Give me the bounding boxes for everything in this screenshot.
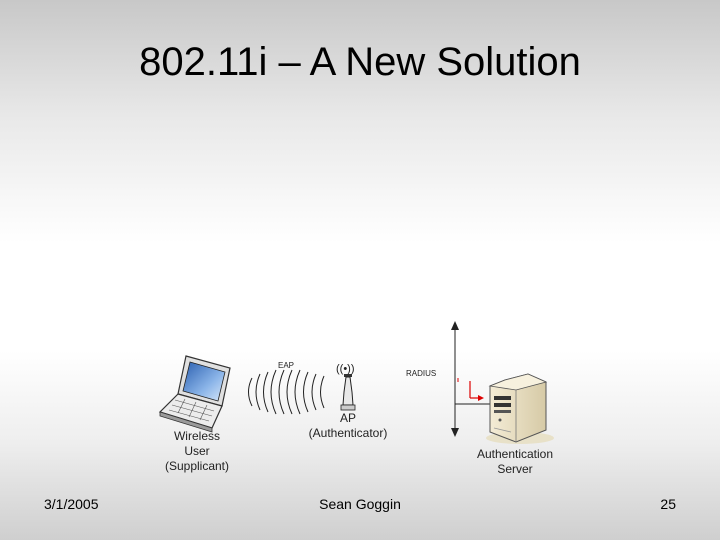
radius-link: [451, 321, 492, 437]
auth-server-label: Authentication Server: [466, 447, 564, 477]
wireless-user-label: Wireless User (Supplicant): [150, 429, 244, 474]
wireless-user-line2: User: [184, 444, 210, 458]
auth-server-line2: Server: [497, 462, 533, 476]
auth-server-line1: Authentication: [476, 447, 554, 461]
server-icon: [486, 373, 554, 444]
laptop-icon: [158, 355, 231, 433]
ap-line2: (Authenticator): [308, 426, 388, 440]
connector-arrow-icon: [469, 381, 484, 401]
ap-line1: AP: [339, 411, 356, 425]
ap-label: AP (Authenticator): [300, 411, 396, 441]
wireless-user-line1: Wireless: [173, 429, 220, 443]
ap-signal-label: ((•)): [336, 363, 355, 375]
eap-label: EAP: [278, 361, 295, 370]
slide-title: 802.11i – A New Solution: [139, 40, 581, 84]
footer-date: 3/1/2005: [44, 496, 99, 512]
radius-label: RADIUS: [406, 369, 437, 378]
footer-author: Sean Goggin: [319, 496, 401, 512]
wireless-signal-icon: [248, 369, 325, 415]
page-number: 25: [660, 496, 676, 512]
access-point-icon: [340, 374, 356, 411]
wireless-user-line3: (Supplicant): [164, 459, 230, 473]
